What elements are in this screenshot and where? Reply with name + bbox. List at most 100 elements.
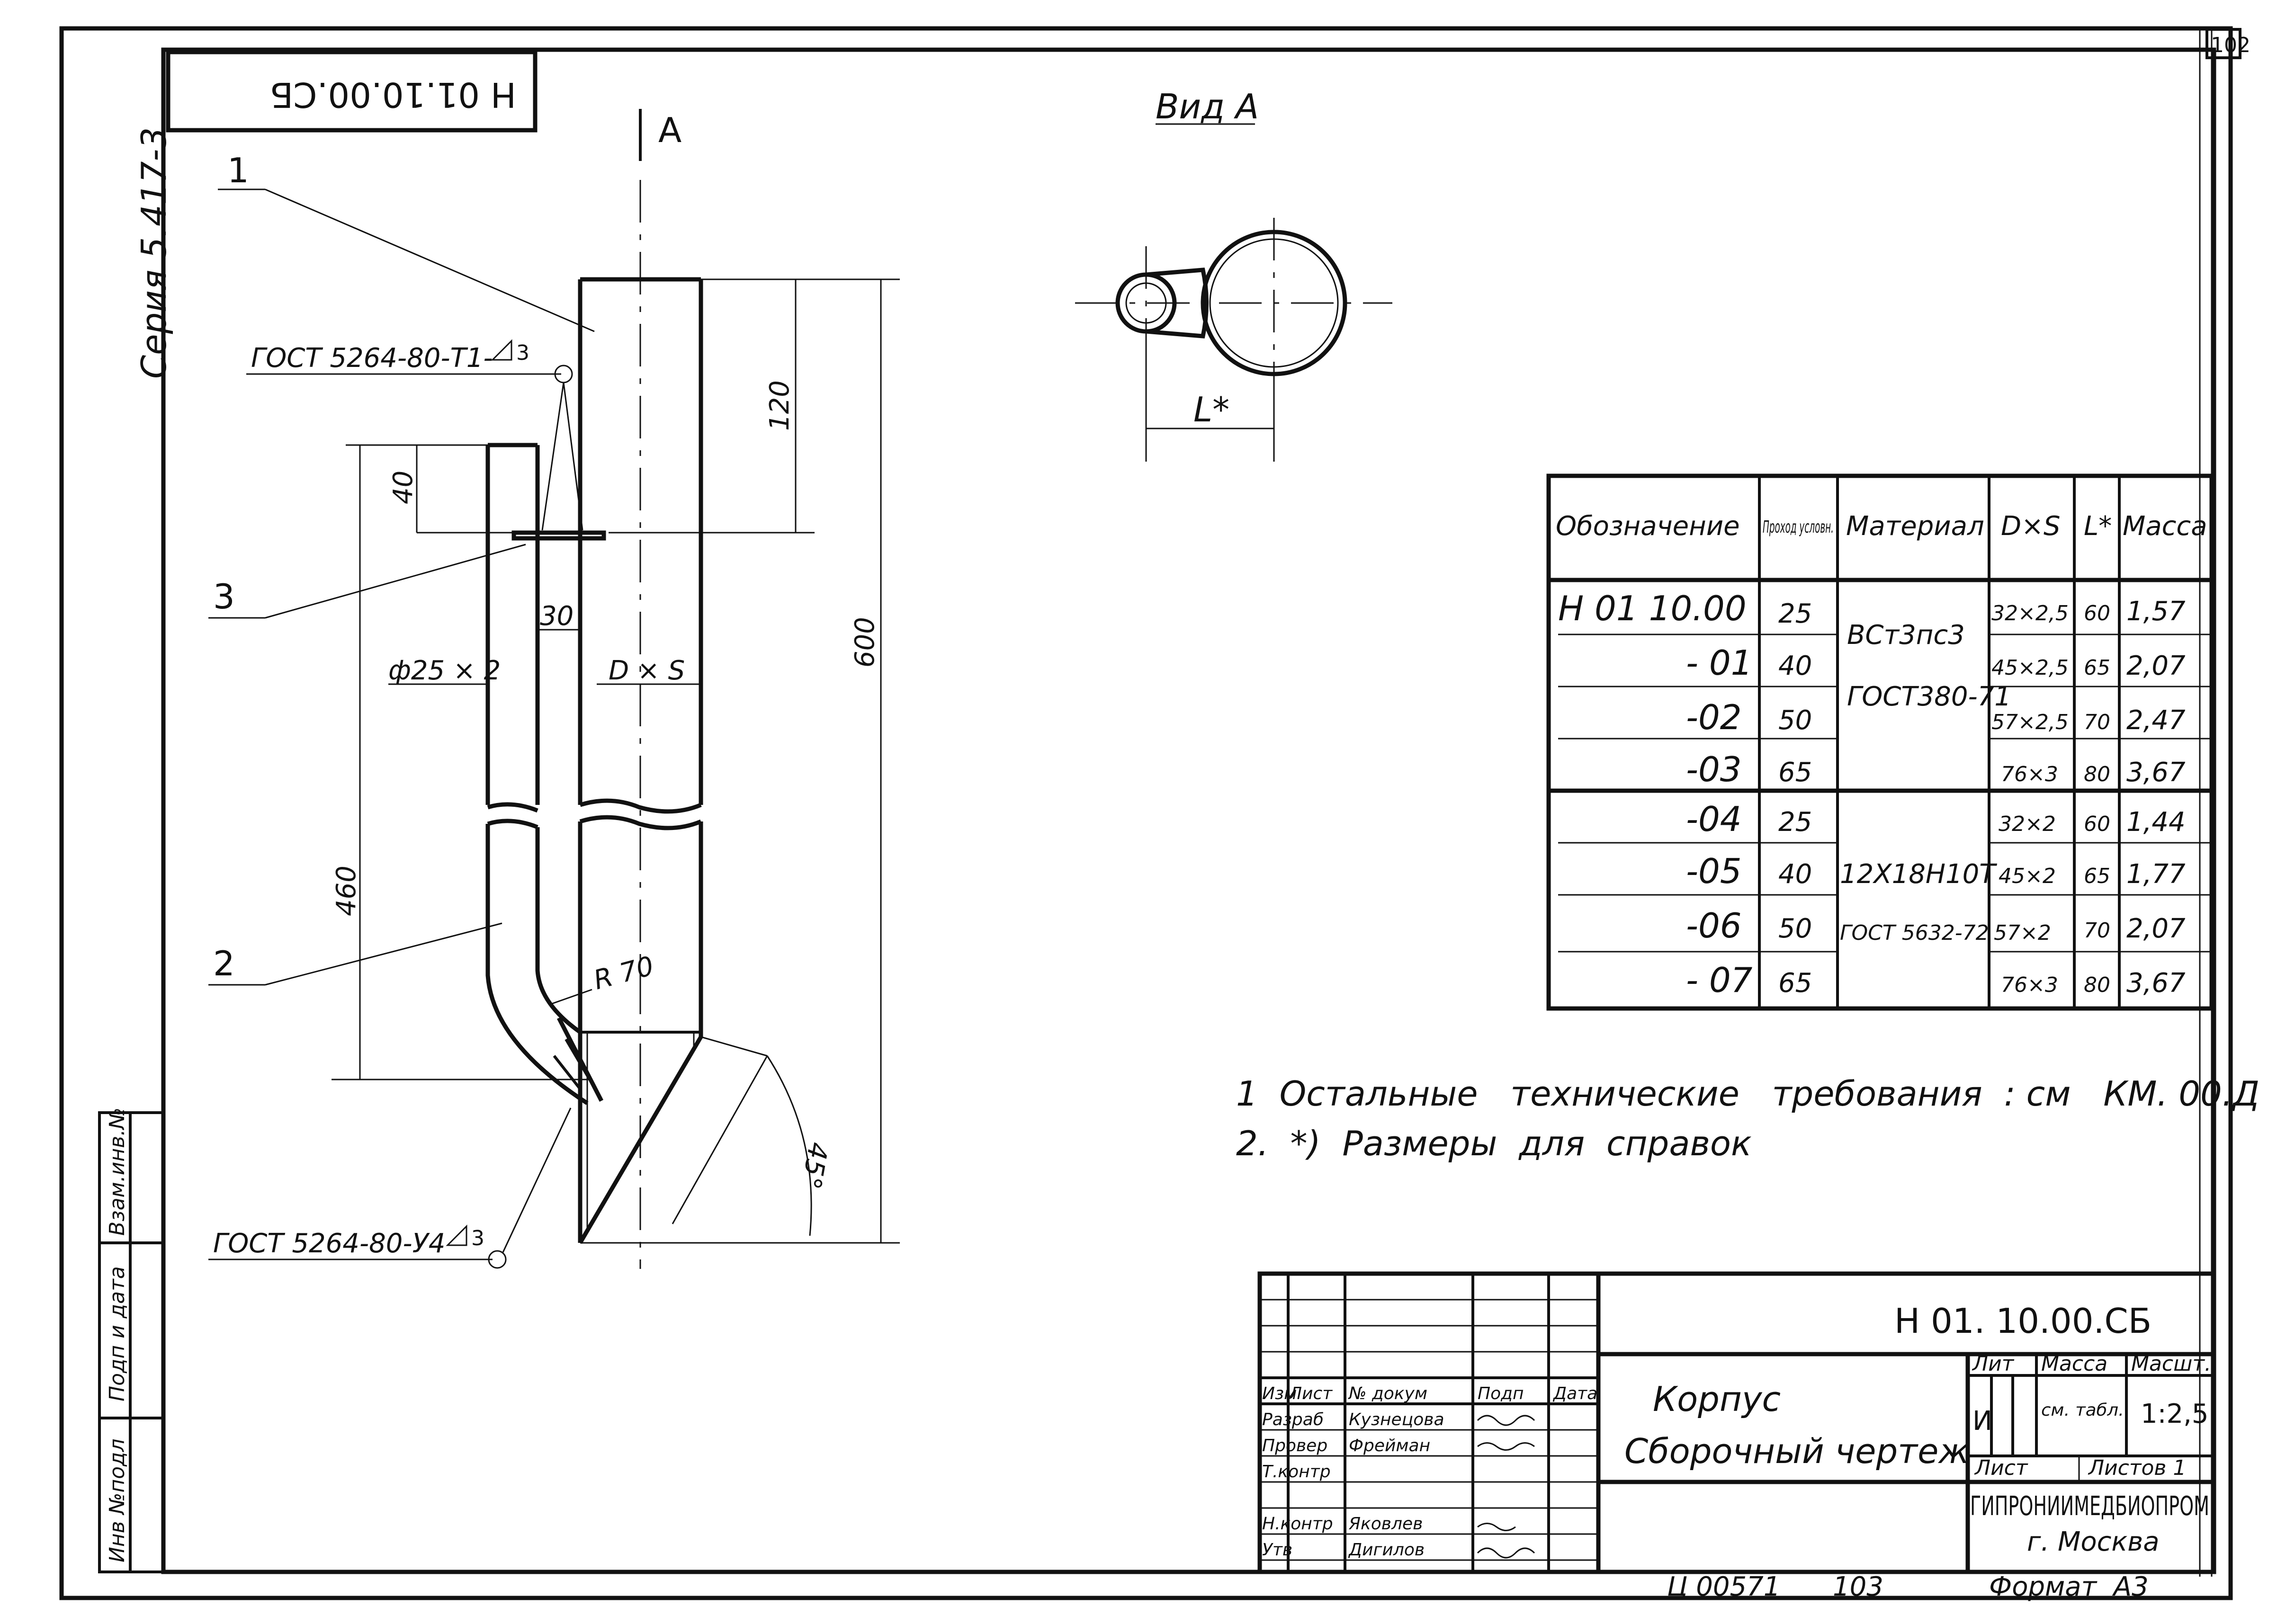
spec-row-5-designation: -05	[1686, 851, 1742, 891]
spec-row-7-mass: 3,67	[2126, 968, 2186, 999]
tb-org: ГИПРОНИИМЕДБИОПРОМ	[1970, 1491, 2209, 1522]
dim-angle: 45°	[795, 1140, 834, 1192]
tb-name-2: Сборочный чертеж	[1624, 1431, 1969, 1471]
spec-row-7-designation: - 07	[1686, 960, 1753, 1000]
dim-r70: R 70	[591, 951, 657, 996]
spec-row-0-dxs: 32×2,5	[1991, 601, 2069, 625]
spec-header-mass: Масса	[2123, 511, 2207, 542]
tb-role-razrab: Разраб	[1262, 1410, 1324, 1429]
series-label: Серия 5.417-3	[134, 127, 174, 379]
dim-460: 460	[331, 866, 362, 916]
spec-row-4-nominal: 25	[1778, 807, 1812, 838]
spec-header-l: L*	[2084, 511, 2112, 542]
spec-row-2-mass: 2,47	[2126, 705, 2186, 736]
spec-row-4-dxs: 32×2	[1999, 812, 2056, 836]
spec-row-3-dxs: 76×3	[2001, 762, 2058, 786]
weld-bottom-leg: 3	[471, 1226, 484, 1250]
spec-row-0-nominal: 25	[1778, 598, 1812, 629]
weld-leader-bottom: ГОСТ 5264-80-У4 3	[208, 1107, 572, 1269]
spec-row-1-l: 65	[2084, 656, 2110, 680]
spec-row-2-nominal: 50	[1778, 705, 1812, 736]
section-marker-a: А	[658, 110, 681, 150]
spec-row-1-nominal: 40	[1778, 651, 1812, 681]
side-stamp-inv: Инв №подл	[105, 1438, 129, 1562]
title-block: Изм Лист № докум Подп Дата Разраб Кузнец…	[1257, 1271, 2216, 1574]
tb-role-tkontr: Т.контр	[1262, 1462, 1331, 1481]
tb-code: Н 01. 10.00.СБ	[1894, 1301, 2152, 1341]
weld-top-label: ГОСТ 5264-80-Т1-	[251, 343, 493, 374]
spec-material-2a: 12Х18Н10Т	[1840, 859, 1997, 890]
spec-row-7-dxs: 76×3	[2001, 973, 2058, 997]
tb-col-podp: Подп	[1478, 1384, 1524, 1403]
dim-phi: ф25 × 2	[388, 655, 501, 686]
weld-leader-top: ГОСТ 5264-80-Т1- 3	[246, 339, 583, 531]
view-a-title: Вид А	[1156, 87, 1259, 126]
note-1: 1 Остальные технические требования : см …	[1236, 1074, 2259, 1114]
tb-role-prover: Провер	[1262, 1436, 1327, 1455]
tb-name-prover: Фрейман	[1349, 1436, 1430, 1455]
callout-3: 3	[213, 577, 235, 616]
top-stamp-code: Н 01.10.00.СБ	[270, 75, 516, 115]
tb-col-dokum: № докум	[1348, 1384, 1427, 1403]
spec-row-7-l: 80	[2084, 973, 2110, 997]
tb-mass-value: см. табл.	[2041, 1401, 2124, 1420]
footer-inv: Ц 00571	[1667, 1571, 1780, 1602]
dim-600: 600	[850, 617, 880, 668]
spec-table: Обозначение Проход условн. Материал D×S …	[1546, 473, 2214, 1011]
page-number: 102	[2211, 33, 2250, 57]
spec-row-6-designation: -06	[1686, 906, 1742, 946]
tb-sheet-label: Лист	[1974, 1456, 2028, 1480]
inner-frame	[161, 47, 2216, 1574]
dim-40: 40	[388, 471, 419, 504]
spec-row-6-l: 70	[2084, 919, 2110, 943]
spec-row-2-dxs: 57×2,5	[1991, 710, 2069, 734]
tb-city: г. Москва	[2027, 1526, 2160, 1557]
spec-row-0-mass: 1,57	[2126, 596, 2186, 627]
spec-header-material: Материал	[1846, 511, 1984, 542]
spec-header-nominal: Проход условн.	[1763, 518, 1834, 537]
spec-row-3-l: 80	[2084, 762, 2110, 786]
outer-frame	[59, 26, 2233, 1600]
tb-sheets-label: Листов 1	[2088, 1456, 2186, 1480]
spec-row-6-mass: 2,07	[2126, 913, 2186, 944]
page-number-box	[2205, 28, 2241, 59]
spec-row-7-nominal: 65	[1778, 968, 1812, 999]
tb-col-list: Лист	[1288, 1384, 1333, 1403]
spec-header-dxs: D×S	[2001, 511, 2061, 542]
spec-row-5-dxs: 45×2	[1999, 864, 2056, 888]
spec-row-2-designation: -02	[1686, 697, 1742, 737]
view-a-drawing: L*	[1075, 218, 1392, 462]
spec-row-5-mass: 1,77	[2126, 859, 2186, 890]
dim-30: 30	[540, 601, 574, 632]
dim-120: 120	[764, 380, 795, 431]
spec-row-3-designation: -03	[1686, 750, 1742, 789]
footer-format: Формат А3	[1989, 1571, 2149, 1602]
footer-num: 103	[1833, 1571, 1883, 1602]
tb-col-izm: Изм	[1262, 1384, 1297, 1403]
spec-row-4-designation: -04	[1686, 799, 1742, 839]
tb-mass-header: Масса	[2041, 1352, 2107, 1376]
callout-2: 2	[213, 944, 235, 983]
main-pipe	[578, 277, 703, 1244]
spec-row-0-designation: Н 01 10.00	[1558, 589, 1747, 628]
top-stamp-box	[166, 50, 538, 133]
tb-lit-value: И	[1972, 1406, 1992, 1437]
weld-bottom-label: ГОСТ 5264-80-У4	[213, 1228, 445, 1259]
tb-role-utv: Утв	[1262, 1540, 1292, 1560]
callout-1: 1	[227, 151, 249, 190]
left-side-stamp: Инв №подл Подп и дата Взам.инв.№	[98, 1107, 165, 1573]
spec-row-2-l: 70	[2084, 710, 2110, 734]
spec-material-1b: ГОСТ380-71	[1847, 681, 2011, 712]
spec-row-3-mass: 3,67	[2126, 757, 2186, 788]
spec-header-designation: Обозначение	[1556, 511, 1740, 542]
weld-top-leg: 3	[516, 341, 529, 365]
branch-pipe	[485, 443, 604, 1105]
spec-row-4-l: 60	[2084, 812, 2110, 836]
spec-row-5-l: 65	[2084, 864, 2110, 888]
spec-row-3-nominal: 65	[1778, 757, 1812, 788]
tb-name-utv: Дигилов	[1348, 1540, 1425, 1560]
spec-row-1-mass: 2,07	[2126, 651, 2186, 681]
spec-row-6-nominal: 50	[1778, 913, 1812, 944]
spec-row-4-mass: 1,44	[2126, 807, 2186, 838]
spec-row-6-dxs: 57×2	[1994, 921, 2051, 945]
